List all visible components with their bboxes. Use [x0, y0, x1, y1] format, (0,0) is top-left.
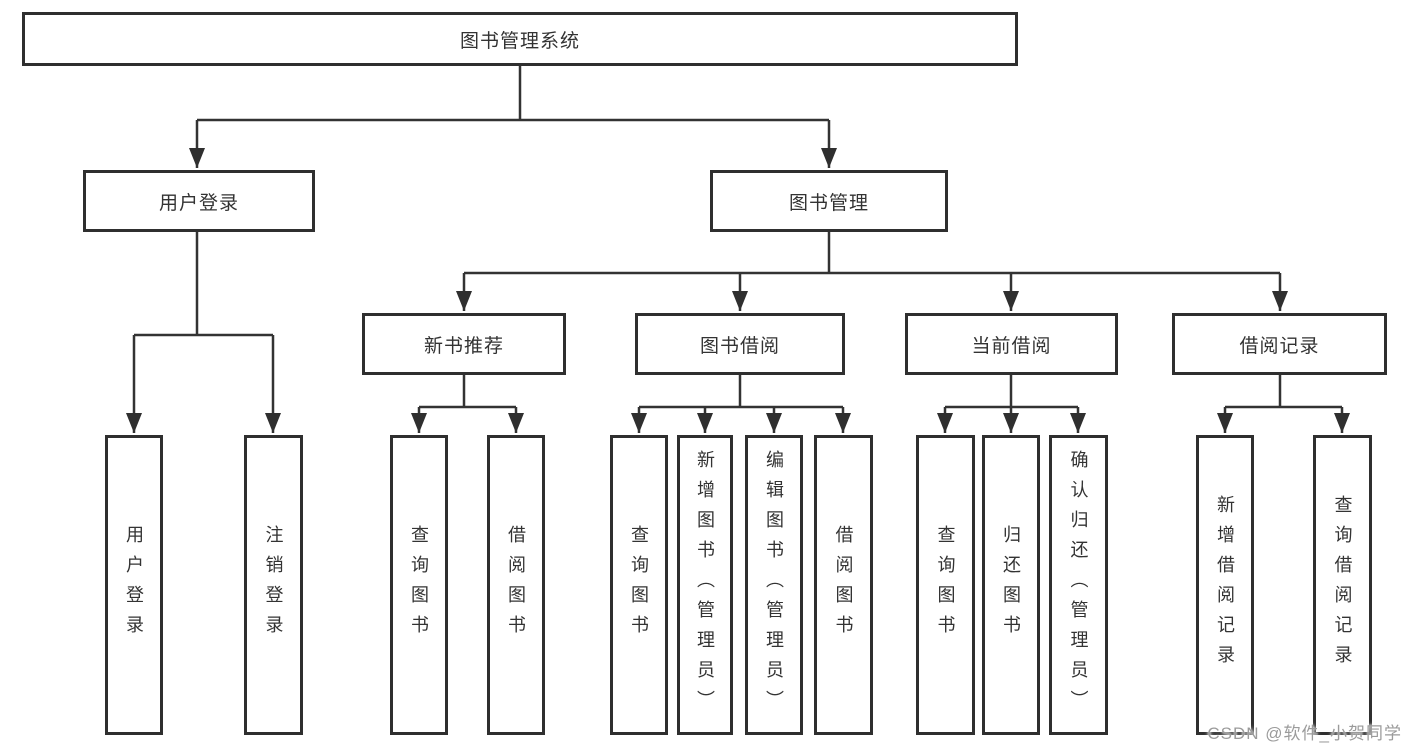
leaf-current-return-books: 归还图书 — [982, 435, 1040, 735]
leaf-records-query-record: 查询借阅记录 — [1313, 435, 1372, 735]
node-root-system-label: 图书管理系统 — [459, 30, 580, 52]
leaf-recommend-query-books: 查询图书 — [390, 435, 448, 735]
leaf-records-add-record: 新增借阅记录 — [1196, 435, 1254, 735]
leaf-recommend-borrow-books: 借阅图书 — [487, 435, 545, 735]
leaf-records-query-record-label: 查询借阅记录 — [1332, 495, 1353, 675]
csdn-watermark: CSDN @软件_小贺同学 — [1207, 724, 1402, 743]
leaf-borrow-borrow-books: 借阅图书 — [814, 435, 873, 735]
leaf-current-query-books: 查询图书 — [916, 435, 975, 735]
leaf-borrow-edit-books-admin-label: 编辑图书（管理员） — [764, 450, 784, 720]
leaf-borrow-borrow-books-label: 借阅图书 — [833, 525, 854, 645]
leaf-borrow-add-books-admin-label: 新增图书（管理员） — [695, 450, 715, 720]
leaf-current-query-books-label: 查询图书 — [935, 525, 956, 645]
leaf-borrow-edit-books-admin: 编辑图书（管理员） — [745, 435, 803, 735]
node-book-borrow: 图书借阅 — [635, 313, 845, 375]
leaf-records-add-record-label: 新增借阅记录 — [1215, 495, 1235, 675]
node-book-management-label: 图书管理 — [788, 192, 869, 214]
node-borrow-records-label: 借阅记录 — [1239, 335, 1320, 357]
leaf-logout: 注销登录 — [244, 435, 303, 735]
node-book-management: 图书管理 — [710, 170, 948, 232]
node-borrow-records: 借阅记录 — [1172, 313, 1387, 375]
node-root-system: 图书管理系统 — [22, 12, 1018, 66]
node-user-login-label: 用户登录 — [158, 192, 239, 214]
node-new-book-recommend-label: 新书推荐 — [423, 335, 504, 357]
node-new-book-recommend: 新书推荐 — [362, 313, 566, 375]
leaf-recommend-query-books-label: 查询图书 — [409, 525, 429, 645]
node-user-login: 用户登录 — [83, 170, 315, 232]
leaf-user-login-label: 用户登录 — [124, 525, 144, 645]
node-current-borrow: 当前借阅 — [905, 313, 1118, 375]
leaf-current-return-books-label: 归还图书 — [1001, 525, 1021, 645]
leaf-borrow-query-books-label: 查询图书 — [629, 525, 649, 645]
leaf-current-confirm-return-admin-label: 确认归还（管理员） — [1068, 450, 1089, 720]
leaf-logout-label: 注销登录 — [263, 525, 284, 645]
leaf-borrow-query-books: 查询图书 — [610, 435, 668, 735]
leaf-recommend-borrow-books-label: 借阅图书 — [506, 525, 526, 645]
leaf-current-confirm-return-admin: 确认归还（管理员） — [1049, 435, 1108, 735]
leaf-borrow-add-books-admin: 新增图书（管理员） — [677, 435, 733, 735]
node-book-borrow-label: 图书借阅 — [699, 335, 780, 357]
leaf-user-login: 用户登录 — [105, 435, 163, 735]
node-current-borrow-label: 当前借阅 — [971, 335, 1052, 357]
